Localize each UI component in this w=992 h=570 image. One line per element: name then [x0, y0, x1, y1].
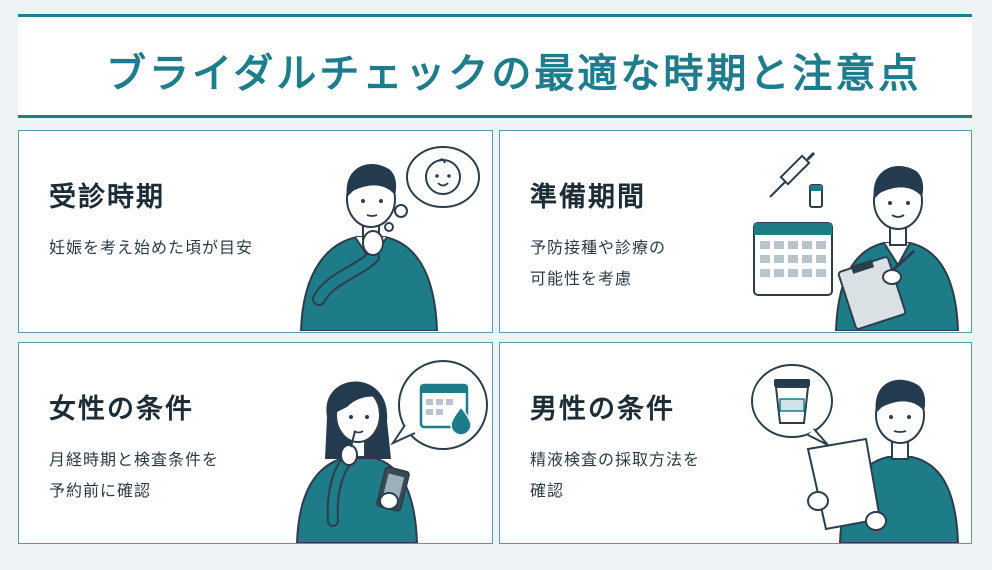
card-description-line: 予防接種や診療の	[530, 238, 667, 257]
card-female-conditions: 女性の条件 月経時期と検査条件を 予約前に確認	[18, 342, 493, 544]
man-reading-paper-illustration	[751, 364, 960, 543]
title-banner: ブライダルチェックの最適な時期と注意点	[18, 14, 972, 118]
card-male-conditions: 男性の条件 精液検査の採取方法を 確認	[499, 342, 972, 544]
card-description: 予防接種や診療の 可能性を考慮	[530, 232, 666, 294]
card-description-line: 確認	[530, 481, 565, 500]
card-title: 受診時期	[49, 182, 165, 213]
baby-face-icon	[425, 158, 461, 195]
card-consultation-timing: 受診時期 妊娠を考え始めた頃が目安	[18, 130, 493, 333]
card-title: 女性の条件	[49, 394, 194, 425]
calendar-icon	[753, 222, 833, 296]
thinking-man-illustration	[299, 146, 480, 331]
woman-smartphone-illustration	[295, 360, 488, 543]
card-preparation-period: 準備期間 予防接種や診療の 可能性を考慮	[499, 130, 972, 333]
card-description: 妊娠を考え始めた頃が目安	[49, 232, 253, 263]
card-description: 精液検査の採取方法を 確認	[530, 444, 700, 506]
page-title: ブライダルチェックの最適な時期と注意点	[106, 51, 922, 97]
man-clipboard-illustration	[753, 151, 960, 331]
card-description-line: 可能性を考慮	[530, 269, 633, 288]
water-drop-icon	[450, 405, 472, 436]
syringe-icon	[769, 151, 816, 198]
vial-icon	[809, 184, 823, 208]
specimen-cup-icon	[774, 379, 810, 424]
card-description-line: 精液検査の採取方法を	[530, 450, 701, 469]
card-title: 男性の条件	[530, 394, 675, 425]
card-title: 準備期間	[530, 182, 646, 213]
card-description-line: 妊娠を考え始めた頃が目安	[49, 238, 254, 257]
card-description: 月経時期と検査条件を 予約前に確認	[49, 444, 219, 506]
card-description-line: 月経時期と検査条件を	[49, 450, 220, 469]
card-description-line: 予約前に確認	[49, 481, 152, 500]
